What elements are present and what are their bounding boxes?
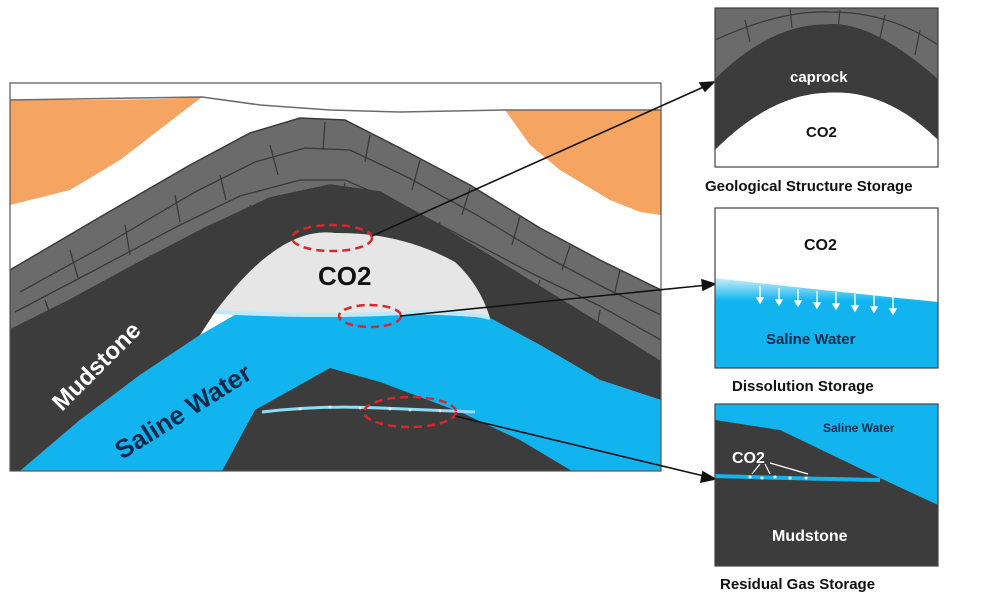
panel3-mudstone-label: Mudstone	[772, 528, 848, 545]
panel2-caption: Dissolution Storage	[732, 378, 874, 395]
panel1-caption: Geological Structure Storage	[705, 178, 913, 195]
rock-block-lines	[14, 121, 661, 341]
orange-sediment-left	[10, 97, 202, 205]
panel1-caprock-label: caprock	[790, 69, 848, 86]
panel3-saline-label: Saline Water	[823, 421, 895, 435]
dissolution-arrows	[755, 286, 898, 316]
main-co2-text: CO2	[318, 261, 371, 291]
panel2-co2-label: CO2	[804, 237, 837, 254]
main-cross-section: CO2 Mudstone Saline Water	[10, 83, 661, 471]
ellipse-residual-storage	[362, 395, 458, 429]
ellipse-structure-storage	[290, 223, 374, 253]
main-co2-label: CO2	[318, 261, 371, 291]
caprock-band	[715, 24, 938, 150]
panel2-saline-label: Saline Water	[766, 331, 856, 348]
panel-dissolution-storage: CO2 Saline Water	[715, 208, 938, 368]
connector-arrows	[371, 81, 718, 484]
panel-structure-storage: caprock CO2	[715, 8, 938, 167]
panel3-caption: Residual Gas Storage	[720, 576, 875, 593]
panel-residual-storage: Saline Water CO2 Mudstone	[715, 404, 938, 566]
mudstone-caprock	[10, 185, 661, 471]
co2-gas-cap	[215, 232, 490, 318]
panel3-co2-label: CO2	[732, 450, 765, 467]
panel1-co2-label: CO2	[806, 124, 837, 141]
lower-mudstone-wedge	[222, 368, 572, 471]
orange-sediment-right	[505, 110, 661, 215]
